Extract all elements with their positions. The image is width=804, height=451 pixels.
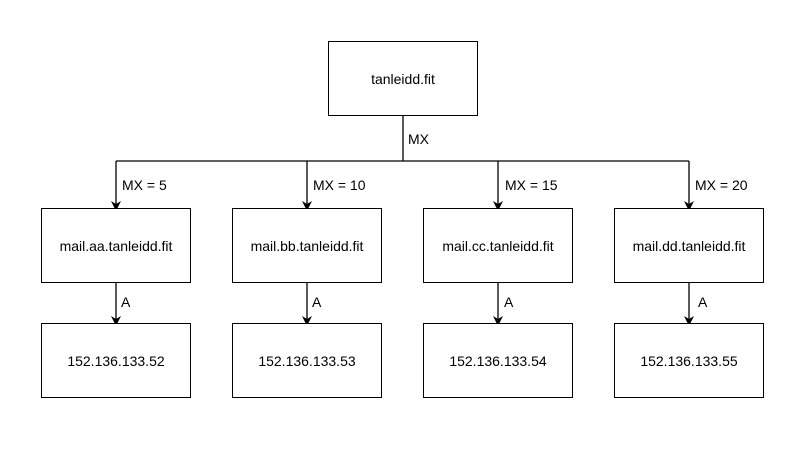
root-domain-label: tanleidd.fit xyxy=(371,70,435,87)
ip-label: 152.136.133.54 xyxy=(449,352,547,369)
ip-node-cc[interactable]: 152.136.133.54 xyxy=(423,323,573,398)
ip-node-dd[interactable]: 152.136.133.55 xyxy=(614,323,764,398)
a-label-bb: A xyxy=(312,294,322,310)
mail-host-node-dd[interactable]: mail.dd.tanleidd.fit xyxy=(614,208,764,283)
mx-label-cc: MX = 15 xyxy=(505,177,558,193)
ip-label: 152.136.133.53 xyxy=(258,352,356,369)
mail-host-label: mail.cc.tanleidd.fit xyxy=(442,237,554,254)
mail-host-label: mail.aa.tanleidd.fit xyxy=(59,237,173,254)
ip-label: 152.136.133.52 xyxy=(67,352,165,369)
a-label-cc: A xyxy=(504,294,514,310)
ip-node-bb[interactable]: 152.136.133.53 xyxy=(232,323,382,398)
mx-label-aa: MX = 5 xyxy=(122,177,167,193)
mx-label-bb: MX = 10 xyxy=(313,177,366,193)
root-domain-node[interactable]: tanleidd.fit xyxy=(328,41,478,116)
mail-host-node-aa[interactable]: mail.aa.tanleidd.fit xyxy=(41,208,191,283)
mail-host-label: mail.bb.tanleidd.fit xyxy=(250,237,364,254)
mx-label-dd: MX = 20 xyxy=(695,177,748,193)
ip-node-aa[interactable]: 152.136.133.52 xyxy=(41,323,191,398)
a-label-dd: A xyxy=(698,294,708,310)
mail-host-node-cc[interactable]: mail.cc.tanleidd.fit xyxy=(423,208,573,283)
mail-host-label: mail.dd.tanleidd.fit xyxy=(632,237,746,254)
a-label-aa: A xyxy=(121,294,131,310)
root-edge-label: MX xyxy=(408,131,429,147)
ip-label: 152.136.133.55 xyxy=(640,352,738,369)
mail-host-node-bb[interactable]: mail.bb.tanleidd.fit xyxy=(232,208,382,283)
